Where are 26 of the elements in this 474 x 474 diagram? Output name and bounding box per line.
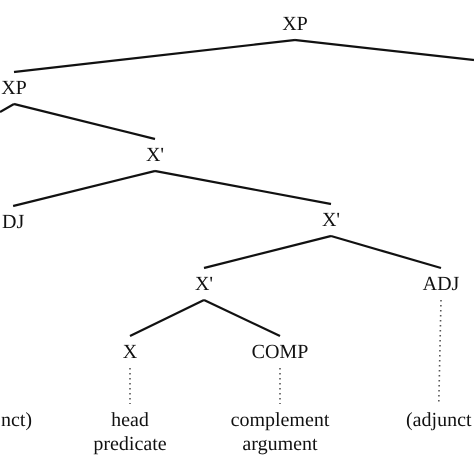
tree-branch [294, 38, 474, 62]
tree-branch [204, 234, 332, 270]
gloss-label: (adjunct [404, 404, 474, 436]
tree-branch [14, 102, 156, 140]
category-label: ADJ [420, 268, 462, 300]
gloss-label: complement argument [218, 404, 342, 460]
category-label: X [120, 336, 140, 368]
tree-branch [14, 38, 296, 74]
tree-branch [204, 299, 280, 337]
category-label: XP [280, 8, 310, 40]
category-label: X' [192, 268, 216, 300]
category-label: DJ [0, 206, 26, 238]
category-label: XP [0, 72, 29, 104]
gloss-label: head predicate [78, 404, 182, 460]
dotted-line [438, 300, 442, 404]
dotted-line [279, 368, 281, 404]
dotted-line [129, 368, 131, 404]
gloss-label: nct) [1, 408, 32, 432]
tree-branch [12, 170, 156, 208]
tree-branch [330, 234, 442, 270]
tree-branch [154, 170, 332, 206]
category-label: COMP [250, 336, 310, 368]
category-label: X' [144, 139, 166, 171]
tree-branch [0, 103, 15, 113]
tree-branch [130, 299, 204, 337]
category-label: X' [320, 204, 342, 236]
